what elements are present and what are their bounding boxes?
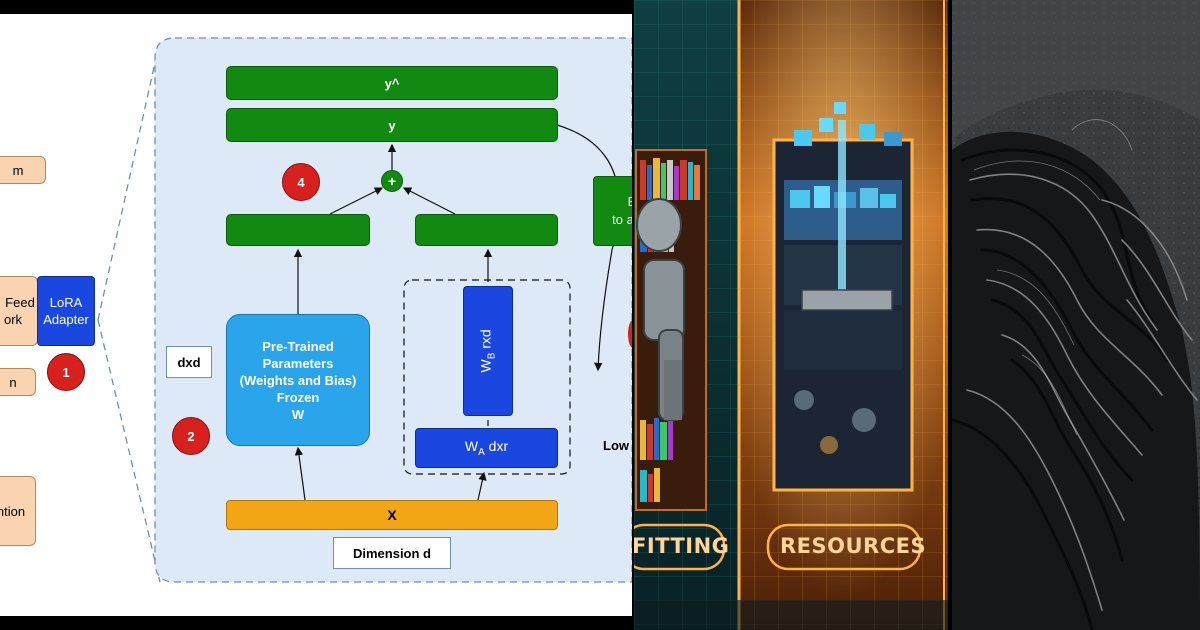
badge-four-text: 4 xyxy=(297,175,304,190)
input-x-box: X xyxy=(226,500,558,530)
right-partial-box: B to a xyxy=(593,176,632,246)
output-label: y xyxy=(388,118,395,133)
feed-forward-label-1: Feed xyxy=(0,294,35,311)
pretrained-line-4: Frozen xyxy=(277,389,320,406)
norm-top-label: m xyxy=(13,163,24,178)
wb-sub: B xyxy=(487,353,498,360)
lora-adapter-label-2: Adapter xyxy=(43,311,89,328)
output-hat-label: y^ xyxy=(385,76,400,91)
input-x-label: X xyxy=(387,507,396,523)
pretrained-line-5: W xyxy=(292,406,304,423)
frozen-output-box xyxy=(226,214,370,246)
feed-forward-box: Feed ork xyxy=(0,276,38,346)
attention-label: ntion xyxy=(0,504,25,519)
dxd-label: dxd xyxy=(177,355,200,370)
retro-illustration-panel: FITTING RESOURCES xyxy=(634,0,948,630)
wa-matrix-label: WA dxr xyxy=(465,438,508,458)
dxd-label-box: dxd xyxy=(166,346,212,378)
wa-rest: dxr xyxy=(485,438,508,454)
ink-hair-illustration xyxy=(952,0,1200,630)
badge-four: 4 xyxy=(282,163,320,201)
pretrained-parameters-box: Pre-Trained Parameters (Weights and Bias… xyxy=(226,314,370,446)
right-box-label-2: to a xyxy=(612,211,632,229)
wb-main: W xyxy=(478,359,494,372)
output-box: y xyxy=(226,108,558,142)
badge-two: 2 xyxy=(172,417,210,455)
fitting-sign-text: FITTING xyxy=(634,534,729,558)
resources-sign-text: RESOURCES xyxy=(780,534,926,558)
wa-sub: A xyxy=(478,447,485,458)
badge-one-text: 1 xyxy=(62,365,69,380)
wb-matrix-box: WB rxd xyxy=(463,286,513,416)
lora-diagram-panel: m Feed ork LoRA Adapter n ntion 1 2 4 y^… xyxy=(0,0,632,630)
wb-rest: rxd xyxy=(478,329,494,352)
norm-box-top: m xyxy=(0,156,46,184)
low-label: Low xyxy=(603,438,629,453)
badge-one: 1 xyxy=(47,353,85,391)
sum-node: + xyxy=(381,170,403,192)
norm-box-bottom: n xyxy=(0,368,36,396)
dimension-label: Dimension d xyxy=(353,546,431,561)
wa-matrix-box: WA dxr xyxy=(415,428,558,468)
wa-main: W xyxy=(465,438,478,454)
wb-matrix-label: WB rxd xyxy=(478,329,498,372)
pretrained-line-3: (Weights and Bias) xyxy=(240,372,357,389)
dimension-box: Dimension d xyxy=(333,537,451,569)
badge-two-text: 2 xyxy=(187,429,194,444)
sum-symbol: + xyxy=(388,173,396,189)
feed-forward-label-2: ork xyxy=(4,311,22,328)
lora-adapter-box: LoRA Adapter xyxy=(37,276,95,346)
lora-adapter-label-1: LoRA xyxy=(50,294,83,311)
lora-output-box xyxy=(415,214,558,246)
ink-illustration-panel xyxy=(952,0,1200,630)
pretrained-line-1: Pre-Trained xyxy=(262,338,334,355)
attention-box: ntion xyxy=(0,476,36,546)
output-hat-box: y^ xyxy=(226,66,558,100)
right-box-label-1: B xyxy=(610,193,632,211)
pretrained-line-2: Parameters xyxy=(263,355,334,372)
norm-bottom-label: n xyxy=(9,375,16,390)
partial-badge xyxy=(628,320,632,348)
